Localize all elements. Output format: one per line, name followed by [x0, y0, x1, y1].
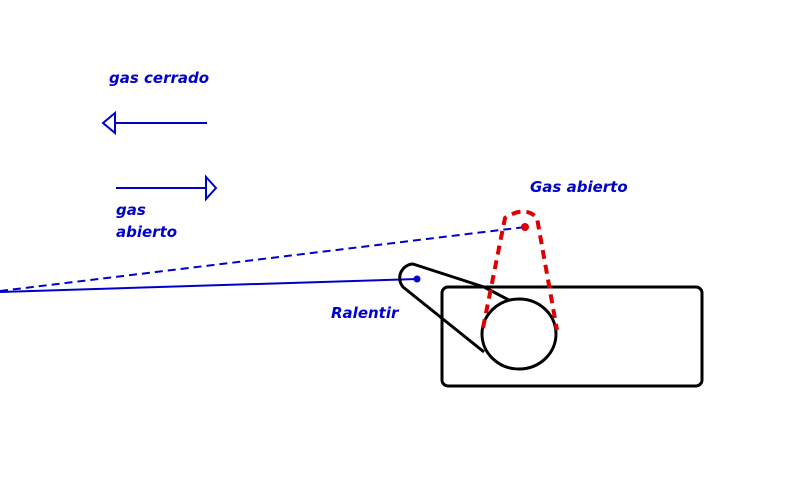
cable-idle-line	[0, 278, 418, 293]
arrow-right-icon	[116, 174, 218, 202]
arrow-left-icon	[101, 110, 207, 136]
throttle-body-housing	[440, 285, 704, 388]
cable-open-line	[0, 226, 526, 292]
pivot-open-point	[521, 223, 529, 231]
pivot-idle-point	[413, 275, 421, 283]
label-ralentir: Ralentir	[331, 304, 400, 322]
lever-open	[481, 209, 559, 331]
label-gas-cerrado: gas cerrado	[109, 69, 209, 87]
label-gas-abierto-line2: abierto	[116, 223, 177, 241]
throttle-pulley	[480, 297, 558, 371]
label-gas-abierto-top: Gas abierto	[530, 178, 628, 196]
label-gas-abierto-line1: gas	[116, 201, 146, 219]
